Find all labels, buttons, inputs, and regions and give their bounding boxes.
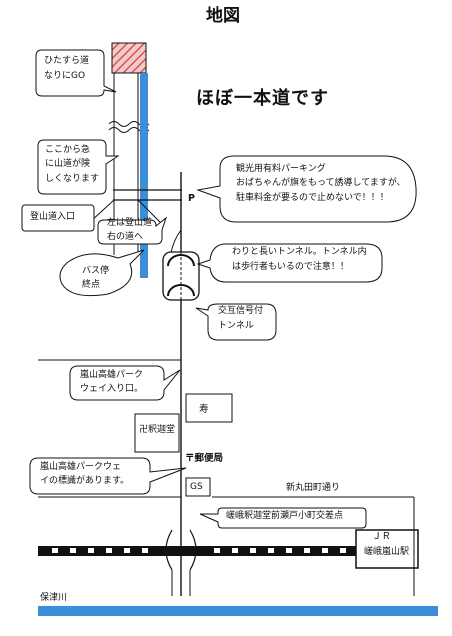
- label-shinmaruta-street: 新丸田町通り: [286, 483, 341, 493]
- callout-left-trail: 左は登山道右の道へ: [107, 218, 153, 243]
- label-post-office: 〒郵便局: [185, 453, 224, 464]
- tunnel-portal: [167, 254, 195, 267]
- crossing-arc: [165, 529, 173, 571]
- callout-parking: 観光用有料パーキング おばちゃんが旗をもって誘導してますが、 駐車料金が要るので…: [236, 164, 406, 203]
- crossing-arc: [189, 529, 197, 571]
- tunnel-portal: [167, 284, 195, 297]
- destination-hatched-area: [111, 42, 147, 74]
- kotobuki-building: [185, 393, 233, 423]
- label-gas-station: GS: [190, 482, 203, 492]
- trail-branch: [137, 199, 161, 223]
- route-blue-line: [140, 73, 148, 278]
- callout-long-tunnel: わりと長いトンネル。トンネル内は歩行者もいるので注意！！: [232, 247, 367, 273]
- callout-shapes: [21, 49, 417, 529]
- map-title: 地図: [206, 6, 240, 26]
- callout-bus-stop: バス停終点: [82, 266, 110, 291]
- headline: ほぼ一本道です: [196, 88, 329, 109]
- label-saga-arashiyama-station: 嵯峨嵐山駅: [364, 547, 410, 557]
- callout-hitasura: ひたすら道なりにGO: [44, 56, 90, 82]
- callout-steep-trail: ここから急 に山道が険 しくなります: [45, 145, 100, 184]
- callout-signal-tunnel: 交互信号付トンネル: [218, 306, 264, 332]
- station-box: [355, 529, 419, 569]
- rail-ties: [52, 548, 346, 553]
- callout-parkway-sign: 嵐山高雄パークウェイの標識があります。: [40, 462, 130, 487]
- hozu-river: [38, 606, 438, 616]
- label-hozu-river: 保津川: [40, 593, 68, 603]
- shakado-building: [134, 413, 180, 453]
- callout-parkway-entry: 嵐山高雄パークウェイ入り口。: [80, 370, 144, 395]
- label-jr: ＪＲ: [372, 531, 392, 542]
- label-shakado: 卍釈迦堂: [139, 425, 176, 435]
- parking-p-mark: P: [188, 193, 195, 204]
- label-kotobuki: 寿: [199, 404, 209, 415]
- callout-crossing: 嵯峨釈迦堂前瀬戸小町交差点: [226, 511, 344, 521]
- gas-station-building: [185, 477, 211, 497]
- callout-trailhead: 登山道入口: [30, 212, 76, 222]
